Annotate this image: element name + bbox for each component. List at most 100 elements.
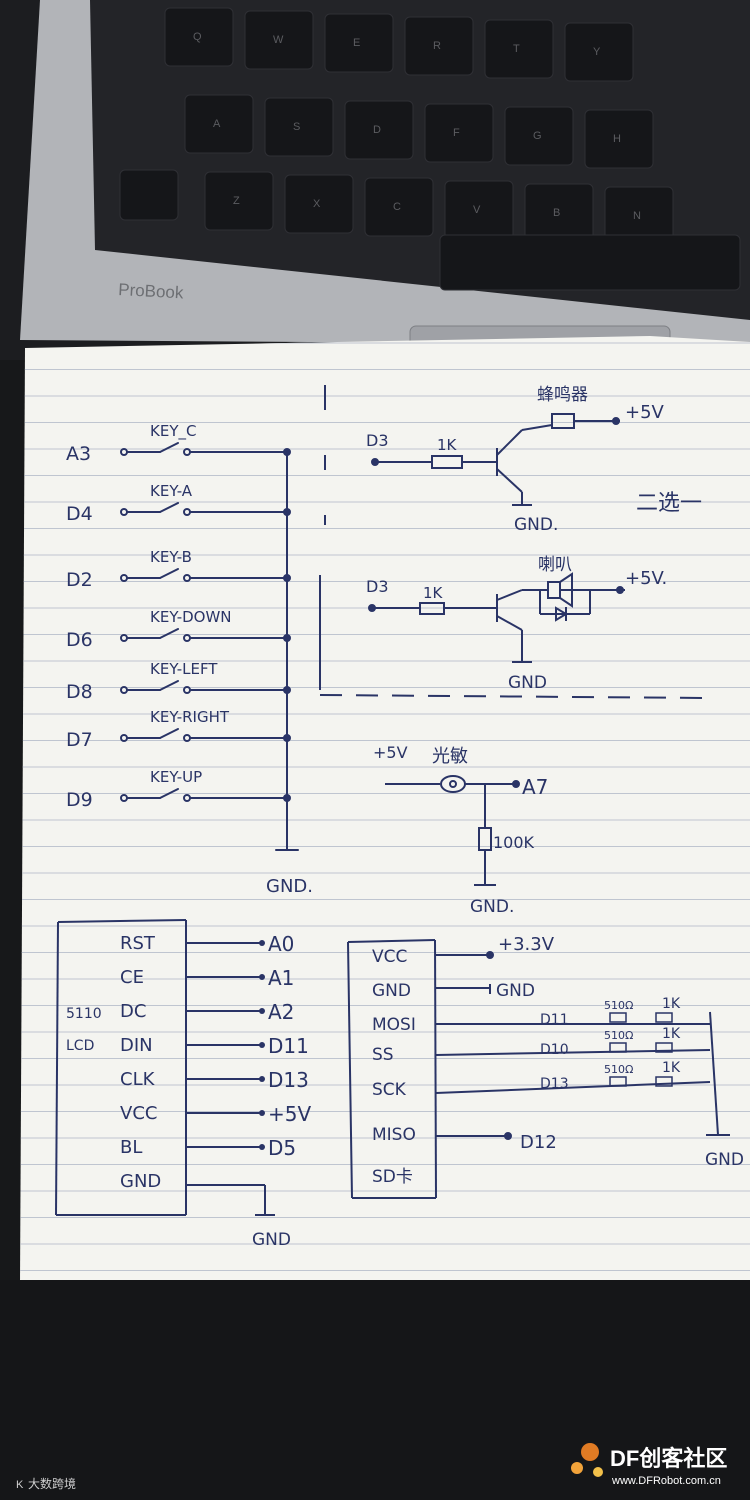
sd-divider-r2-label: 1K — [662, 996, 681, 1012]
light-sensor-circuit — [385, 775, 520, 886]
lcd-pin-label: BL — [120, 1137, 142, 1158]
keyboard-key — [564, 22, 634, 82]
keyboard-key-label: S — [293, 121, 300, 133]
lcd-pin-label: GND — [120, 1171, 161, 1192]
key-pin-label: D4 — [66, 503, 93, 525]
buzzer-passive-gnd: GND — [508, 673, 547, 693]
keyboard-key-label: T — [513, 43, 520, 55]
lcd-pin-target: D13 — [268, 1068, 309, 1092]
keyboard-key — [504, 106, 574, 166]
svg-text:K: K — [16, 1479, 24, 1491]
key-name-label: KEY-LEFT — [150, 660, 218, 678]
keyboard-key-label: Q — [193, 31, 202, 43]
keyboard-key — [344, 100, 414, 160]
key-pin-label: D6 — [66, 629, 93, 651]
buzzer-passive-pin: D3 — [366, 577, 389, 596]
buzzer-active-supply: +5V — [625, 402, 665, 423]
keyboard-key-label: W — [273, 34, 284, 46]
buzzer-passive-supply: +5V. — [625, 568, 667, 589]
sd-divider-r1 — [609, 1076, 627, 1087]
sd-pin-label: MISO — [372, 1125, 416, 1145]
sd-pin-label: SS — [372, 1045, 394, 1065]
keyboard-key — [204, 171, 274, 231]
key-name-label: KEY-RIGHT — [150, 708, 230, 726]
key-name-label: KEY-UP — [150, 768, 202, 786]
lcd-pin-label: CE — [120, 967, 144, 988]
sd-pin-label: SCK — [372, 1080, 407, 1100]
keyboard-key — [484, 19, 554, 79]
lcd-module — [55, 919, 275, 1216]
sd-gnd-label: GND — [705, 1150, 744, 1170]
sd-divider-r2 — [655, 1012, 673, 1023]
keyboard-key-label: E — [353, 37, 360, 49]
keys-block — [120, 442, 299, 851]
sensor-supply: +5V — [373, 743, 408, 762]
lcd-pin-target: +5V — [268, 1102, 311, 1126]
sensor-resistor: 100K — [493, 833, 535, 852]
sd-divider-r1 — [609, 1042, 627, 1053]
keyboard-key — [404, 16, 474, 76]
key-name-label: KEY-A — [150, 482, 193, 500]
watermark-right-brand: DF创客社区 — [610, 1446, 727, 1471]
sd-divider-r1-label: 510Ω — [604, 1029, 633, 1042]
keyboard-key-label: H — [613, 133, 621, 145]
lcd-pin-label: DIN — [120, 1035, 153, 1056]
keyboard-key-label: V — [473, 204, 481, 216]
keyboard-key-label: B — [553, 207, 560, 219]
buzzer-passive-resistor: 1K — [423, 584, 444, 602]
buzzer-active-pin: D3 — [366, 431, 389, 450]
sensor-gnd: GND. — [470, 897, 514, 917]
sd-divider-r1 — [609, 1012, 627, 1023]
buzzer-active-label: 蜂鸣器 — [537, 385, 588, 405]
keyboard-key-label: C — [393, 201, 401, 213]
keyboard-key-label: G — [533, 130, 542, 142]
key-pin-label: D9 — [66, 789, 93, 811]
keyboard-key — [164, 7, 234, 67]
lcd-pin-target: A1 — [268, 966, 294, 990]
sd-pin-label: SD卡 — [372, 1167, 413, 1187]
sd-miso-target: D12 — [520, 1132, 557, 1153]
sd-pin-label: VCC — [372, 947, 407, 967]
sd-gnd-target: GND — [496, 981, 535, 1001]
keyboard-key — [584, 109, 654, 169]
sd-divider-r2 — [655, 1076, 673, 1087]
keyboard-key-label: X — [313, 198, 321, 210]
watermark-right: DF创客社区 www.DFRobot.com.cn — [571, 1443, 727, 1487]
lcd-gnd-label: GND — [252, 1230, 291, 1250]
key-pin-label: D2 — [66, 569, 93, 591]
keyboard-key — [284, 174, 354, 234]
sd-divider-r2-label: 1K — [662, 1026, 681, 1042]
laptop-brand: ProBook — [118, 280, 185, 302]
lcd-pin-target: D11 — [268, 1034, 309, 1058]
lcd-name-1: 5110 — [66, 1006, 102, 1022]
lcd-pin-target: A0 — [268, 932, 294, 956]
keyboard-key-label: N — [633, 210, 641, 222]
lcd-pin-target: D5 — [268, 1136, 296, 1160]
sd-divider-r2 — [655, 1042, 673, 1053]
buzzer-active-gnd: GND. — [514, 515, 558, 535]
sd-divider-r1-label: 510Ω — [604, 999, 633, 1012]
keyboard-key — [264, 97, 334, 157]
watermark-left-text: 大数跨境 — [28, 1476, 76, 1491]
watermark-left: K 大数跨境 — [16, 1476, 76, 1491]
sd-pin-label: GND — [372, 981, 411, 1001]
key-name-label: KEY-B — [150, 548, 192, 566]
lcd-pin-label: CLK — [120, 1069, 156, 1090]
key-name-label: KEY-DOWN — [150, 608, 232, 626]
sd-module — [347, 939, 730, 1199]
lcd-pin-label: VCC — [120, 1103, 157, 1124]
keyboard-key-label: A — [213, 118, 221, 130]
lcd-pin-target: A2 — [268, 1000, 294, 1024]
keyboard-key — [424, 103, 494, 163]
keyboard-key-label: Z — [233, 195, 240, 207]
sd-pin-label: MOSI — [372, 1015, 416, 1035]
choose-one-note: 二选一 — [636, 491, 702, 516]
key-pin-label: D8 — [66, 681, 93, 703]
buzzer-active-circuit — [371, 413, 620, 506]
keyboard-key — [324, 13, 394, 73]
separators — [319, 385, 711, 699]
sd-divider-pin: D11 — [540, 1012, 569, 1028]
